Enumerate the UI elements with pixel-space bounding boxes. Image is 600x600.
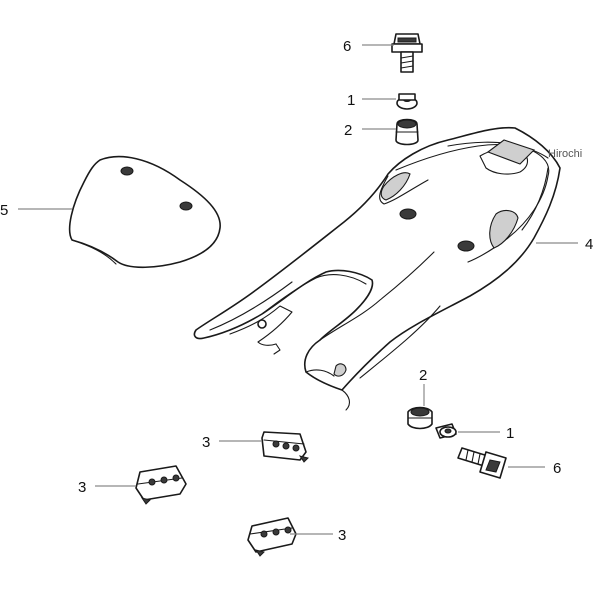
watermark: Hirochi: [548, 148, 582, 160]
callout-damper-upper: 3: [202, 434, 210, 451]
grommet-bottom: [407, 406, 433, 430]
callout-grommet-top: 2: [344, 122, 352, 139]
seat-pad: [68, 155, 221, 269]
tail-cowl: [193, 126, 561, 411]
damper-upper: [261, 431, 309, 463]
grommet-top: [395, 118, 419, 146]
damper-left: [135, 465, 187, 505]
damper-lower: [247, 517, 297, 557]
leader-lines: [18, 44, 578, 535]
callout-bolt-bottom: 6: [553, 460, 561, 477]
mount-hole: [179, 201, 193, 211]
mount-hole: [457, 240, 475, 252]
callout-seat-pad: 5: [0, 202, 8, 219]
callout-tail-cowl: 4: [585, 236, 593, 253]
callout-bolt-top: 6: [343, 38, 351, 55]
mount-hole: [120, 166, 134, 176]
bolt-top: [391, 33, 423, 73]
washer-top: [396, 93, 418, 110]
callout-damper-left: 3: [78, 479, 86, 496]
callout-grommet-bottom: 2: [419, 367, 427, 384]
callout-washer-bottom: 1: [506, 425, 514, 442]
callout-washer-top: 1: [347, 92, 355, 109]
callout-damper-lower: 3: [338, 527, 346, 544]
bolt-bottom: [457, 447, 507, 479]
mount-hole: [399, 208, 417, 220]
washer-bottom: [435, 423, 457, 439]
